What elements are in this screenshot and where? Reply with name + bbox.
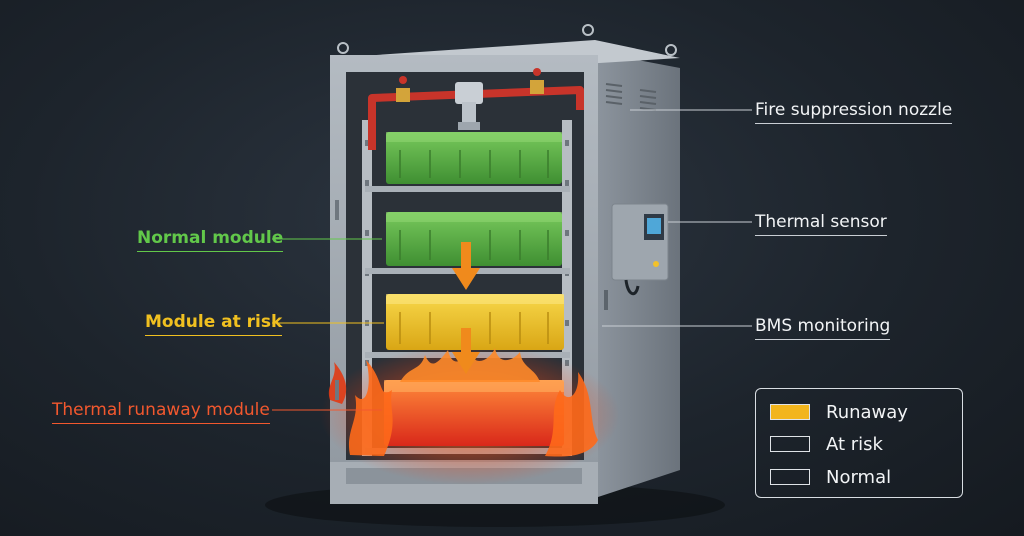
legend-item-at-risk: At risk	[770, 433, 883, 455]
battery-module-thermal-runaway	[384, 380, 564, 446]
legend-label: Runaway	[826, 401, 908, 423]
legend-label: At risk	[826, 433, 883, 455]
legend-swatch-normal	[770, 469, 810, 485]
propagation-arrow-icon	[452, 328, 480, 374]
fire-suppression-pipe	[368, 68, 584, 150]
legend-item-normal: Normal	[770, 466, 891, 488]
leader-lines	[602, 109, 752, 327]
label-bms-monitoring: BMS monitoring	[755, 316, 891, 340]
label-fire-suppression-nozzle: Fire suppression nozzle	[755, 100, 953, 124]
propagation-arrow-icon	[452, 242, 480, 290]
legend-swatch-runaway	[770, 404, 810, 420]
label-thermal-runaway-module: Thermal runaway module	[52, 400, 270, 424]
label-thermal-sensor: Thermal sensor	[755, 212, 887, 236]
label-module-at-risk: Module at risk	[145, 312, 283, 336]
legend-swatch-at-risk	[770, 436, 810, 452]
legend: Runaway At risk Normal	[755, 388, 963, 498]
battery-module-normal-1	[386, 132, 562, 184]
label-normal-module: Normal module	[137, 228, 284, 252]
thermal-sensor-box	[611, 203, 669, 296]
battery-module-at-risk	[386, 294, 564, 350]
legend-item-runaway: Runaway	[770, 401, 908, 423]
battery-module-normal-2	[386, 212, 562, 266]
legend-label: Normal	[826, 466, 892, 488]
